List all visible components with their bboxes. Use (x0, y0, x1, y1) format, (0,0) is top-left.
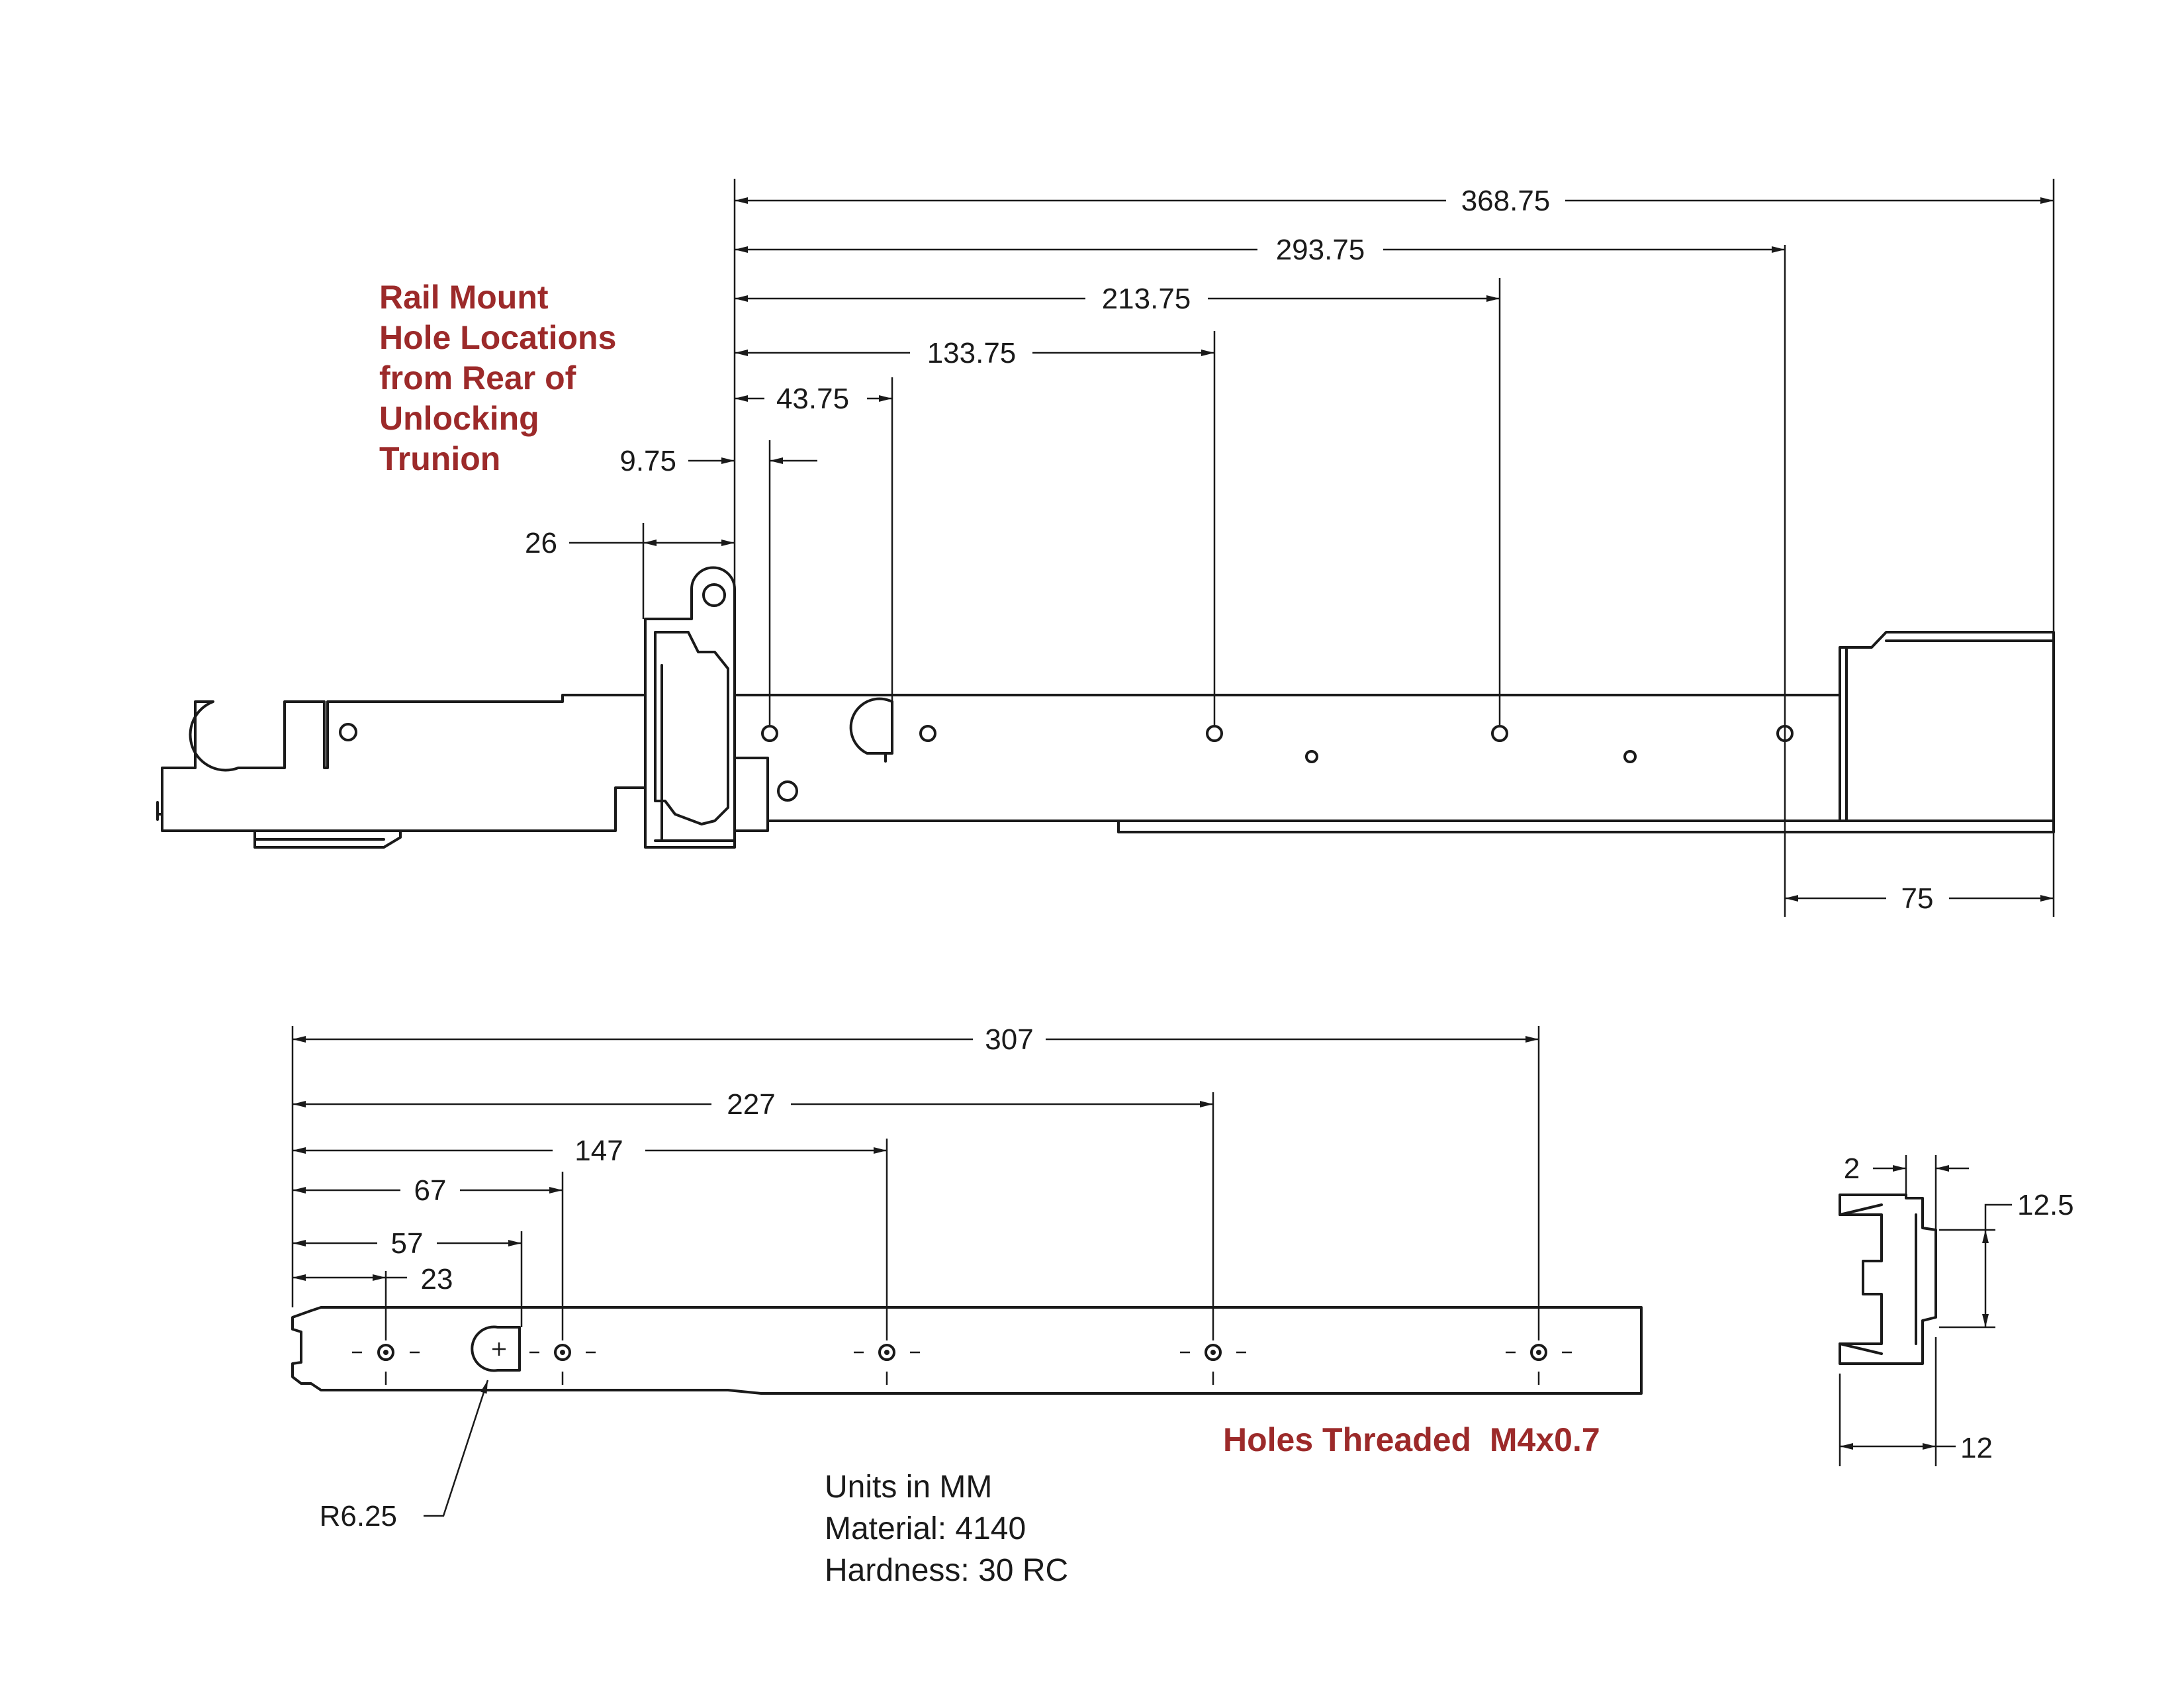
top-view-dimension-labels: 368.75 293.75 213.75 133.75 43.75 9.75 2… (525, 185, 1933, 915)
threaded-hole-147 (854, 1344, 920, 1385)
end-view-outline (1839, 1194, 1937, 1365)
spec-units: Units in MM (825, 1470, 992, 1505)
radius-leader (424, 1380, 489, 1517)
spec-material: Material: 4140 (825, 1511, 1026, 1546)
dim-9-75: 9.75 (619, 445, 676, 477)
threaded-hole-227 (1180, 1344, 1246, 1385)
note-line-2: Hole Locations (379, 319, 616, 356)
trunion-inner (654, 631, 729, 825)
dim-227: 227 (727, 1088, 775, 1121)
rear-rail-hole (339, 723, 357, 741)
dim-147: 147 (574, 1135, 623, 1167)
dim-133-75: 133.75 (927, 337, 1017, 369)
rail-hole-213-75 (1491, 725, 1508, 742)
trunion-outline (644, 566, 736, 849)
note-line-3: from Rear of (379, 359, 576, 397)
trunion-pivot-hole (702, 583, 726, 607)
rail-hole-43-75 (919, 725, 936, 742)
bottom-view-dimension-labels: 307 227 147 67 57 23 R6.25 (320, 1023, 1034, 1532)
top-view-extension-lines (642, 179, 2055, 917)
rail-small-hole-2 (1623, 750, 1637, 763)
end-view-upper-bevel (1839, 1203, 1883, 1216)
rail-hole-133-75 (1206, 725, 1223, 742)
bottom-view-dimension-lines (293, 1036, 1539, 1517)
rail-small-hole-1 (1305, 750, 1318, 763)
radius-slot (471, 1325, 521, 1372)
threaded-hole-23 (352, 1344, 420, 1385)
threaded-hole-307 (1506, 1344, 1572, 1385)
note-line-1: Rail Mount (379, 279, 549, 316)
keyhole-slot (849, 697, 893, 755)
main-rail-lower-step (1117, 820, 1841, 833)
end-view-lower-bevel (1839, 1342, 1883, 1355)
bar-outline (291, 1306, 1643, 1395)
spec-hardness: Hardness: 30 RC (825, 1553, 1068, 1588)
bar-plan-view (291, 1306, 1643, 1395)
dim-293-75: 293.75 (1276, 234, 1365, 266)
bottom-view-extension-lines (291, 1026, 1540, 1340)
threaded-hole-67 (529, 1344, 596, 1385)
note-line-5: Trunion (379, 440, 500, 477)
rail-side-view (156, 566, 2055, 849)
material-specs: Units in MM Material: 4140 Hardness: 30 … (825, 1470, 1068, 1588)
dim-213-75: 213.75 (1102, 283, 1191, 315)
rail-mount-note: Rail Mount Hole Locations from Rear of U… (379, 279, 616, 477)
dim-75: 75 (1901, 882, 1934, 915)
holes-threaded-note: Holes Threaded M4x0.7 (1223, 1421, 1600, 1458)
dim-23: 23 (421, 1263, 453, 1295)
rear-rail-outline (161, 694, 647, 832)
dim-57: 57 (391, 1227, 424, 1260)
dim-2: 2 (1844, 1152, 1860, 1185)
dim-67: 67 (414, 1174, 447, 1207)
dim-12: 12 (1960, 1432, 1993, 1464)
trunion-side-hole (777, 780, 798, 802)
end-view (1839, 1194, 1937, 1365)
top-view-dimension-lines (569, 197, 2054, 902)
trunion-front-lug (733, 757, 769, 832)
rear-rail-lower-tab (253, 829, 402, 849)
note-line-4: Unlocking (379, 400, 539, 437)
end-view-dimension-lines (1839, 1155, 2012, 1466)
dim-12-5: 12.5 (2017, 1189, 2074, 1221)
dim-r6-25: R6.25 (320, 1500, 397, 1532)
main-rail-outline (733, 694, 1841, 822)
rail-hole-9-75 (761, 725, 778, 742)
end-view-dimension-labels: 2 12.5 12 (1844, 1152, 2074, 1464)
end-block-outline (1839, 631, 2055, 833)
dim-43-75: 43.75 (776, 383, 849, 415)
dim-307: 307 (985, 1023, 1033, 1056)
dim-26: 26 (525, 527, 557, 559)
dim-368-75: 368.75 (1461, 185, 1551, 217)
